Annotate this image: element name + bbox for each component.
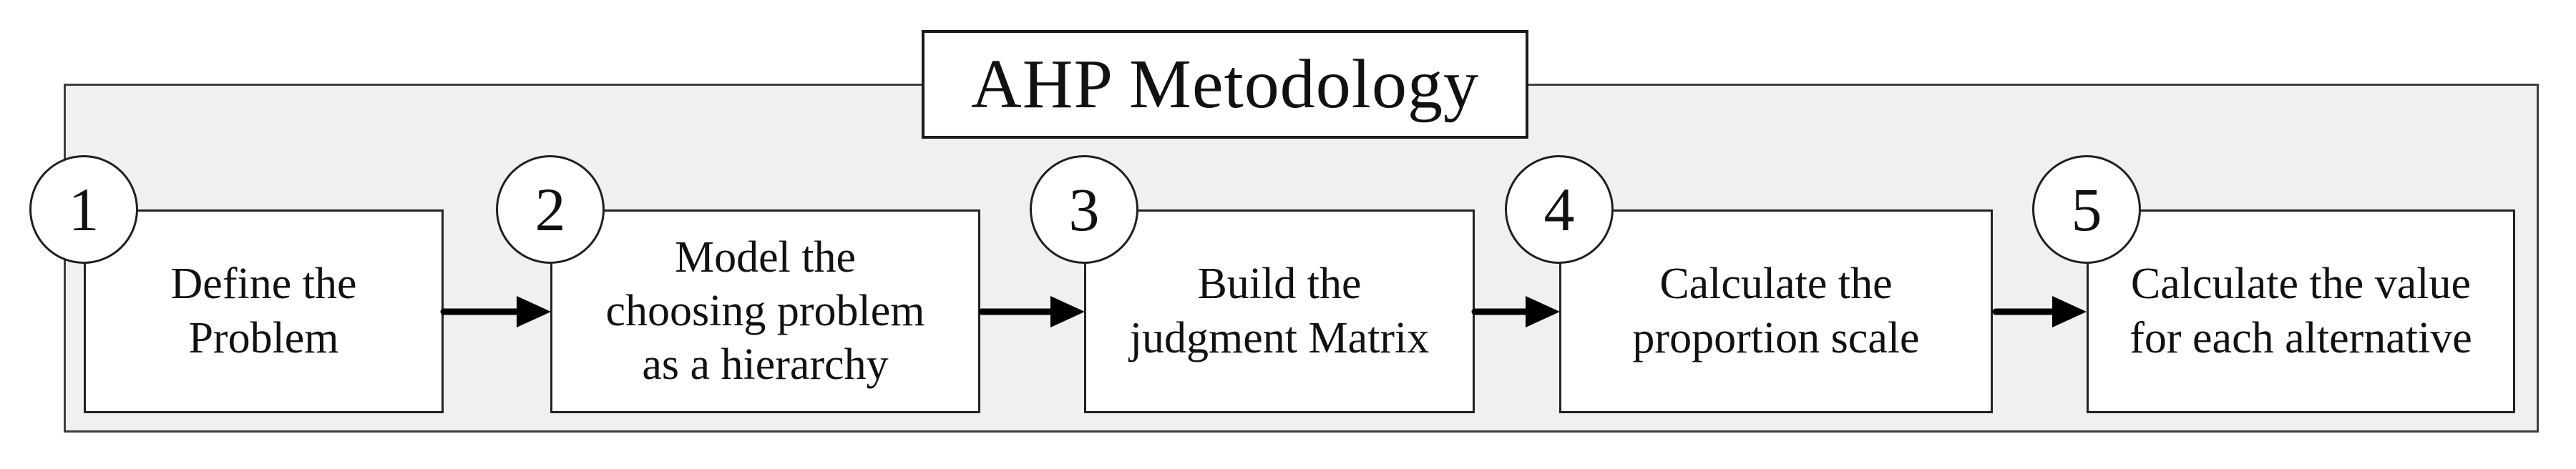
flow-arrow-3-icon xyxy=(1471,296,1560,327)
arrow-head xyxy=(2052,296,2087,327)
step-3-number: 3 xyxy=(1068,175,1100,244)
step-2-number: 2 xyxy=(535,175,566,244)
step-1-number: 1 xyxy=(68,175,99,244)
step-5-number: 5 xyxy=(2071,175,2102,244)
step-2-label: Model the choosing problem as a hierarch… xyxy=(605,232,925,389)
flow-arrow-2-icon xyxy=(978,296,1085,327)
step-1-label: Define the Problem xyxy=(170,260,357,362)
arrow-head xyxy=(1050,296,1085,327)
step-number-badge-1: 1 xyxy=(29,155,138,264)
step-box-2: Model the choosing problem as a hierarch… xyxy=(550,209,980,413)
arrow-head xyxy=(1526,296,1560,327)
step-box-3: Build the judgment Matrix xyxy=(1084,209,1475,413)
diagram-title-box: AHP Metodology xyxy=(922,30,1528,139)
step-4-label: Calculate the proportion scale xyxy=(1632,260,1920,362)
diagram-title: AHP Metodology xyxy=(970,46,1479,123)
step-4-number: 4 xyxy=(1543,175,1575,244)
step-5-label: Calculate the value for each alternative xyxy=(2129,260,2472,362)
step-3-label: Build the judgment Matrix xyxy=(1129,260,1430,362)
step-box-5: Calculate the value for each alternative xyxy=(2087,209,2515,413)
step-number-badge-3: 3 xyxy=(1030,155,1138,264)
arrow-head xyxy=(517,296,551,327)
flow-arrow-1-icon xyxy=(440,296,551,327)
step-number-badge-4: 4 xyxy=(1505,155,1614,264)
step-number-badge-5: 5 xyxy=(2032,155,2141,264)
step-number-badge-2: 2 xyxy=(496,155,605,264)
step-box-4: Calculate the proportion scale xyxy=(1559,209,1993,413)
flow-arrow-4-icon xyxy=(1992,296,2087,327)
step-box-1: Define the Problem xyxy=(84,209,444,413)
